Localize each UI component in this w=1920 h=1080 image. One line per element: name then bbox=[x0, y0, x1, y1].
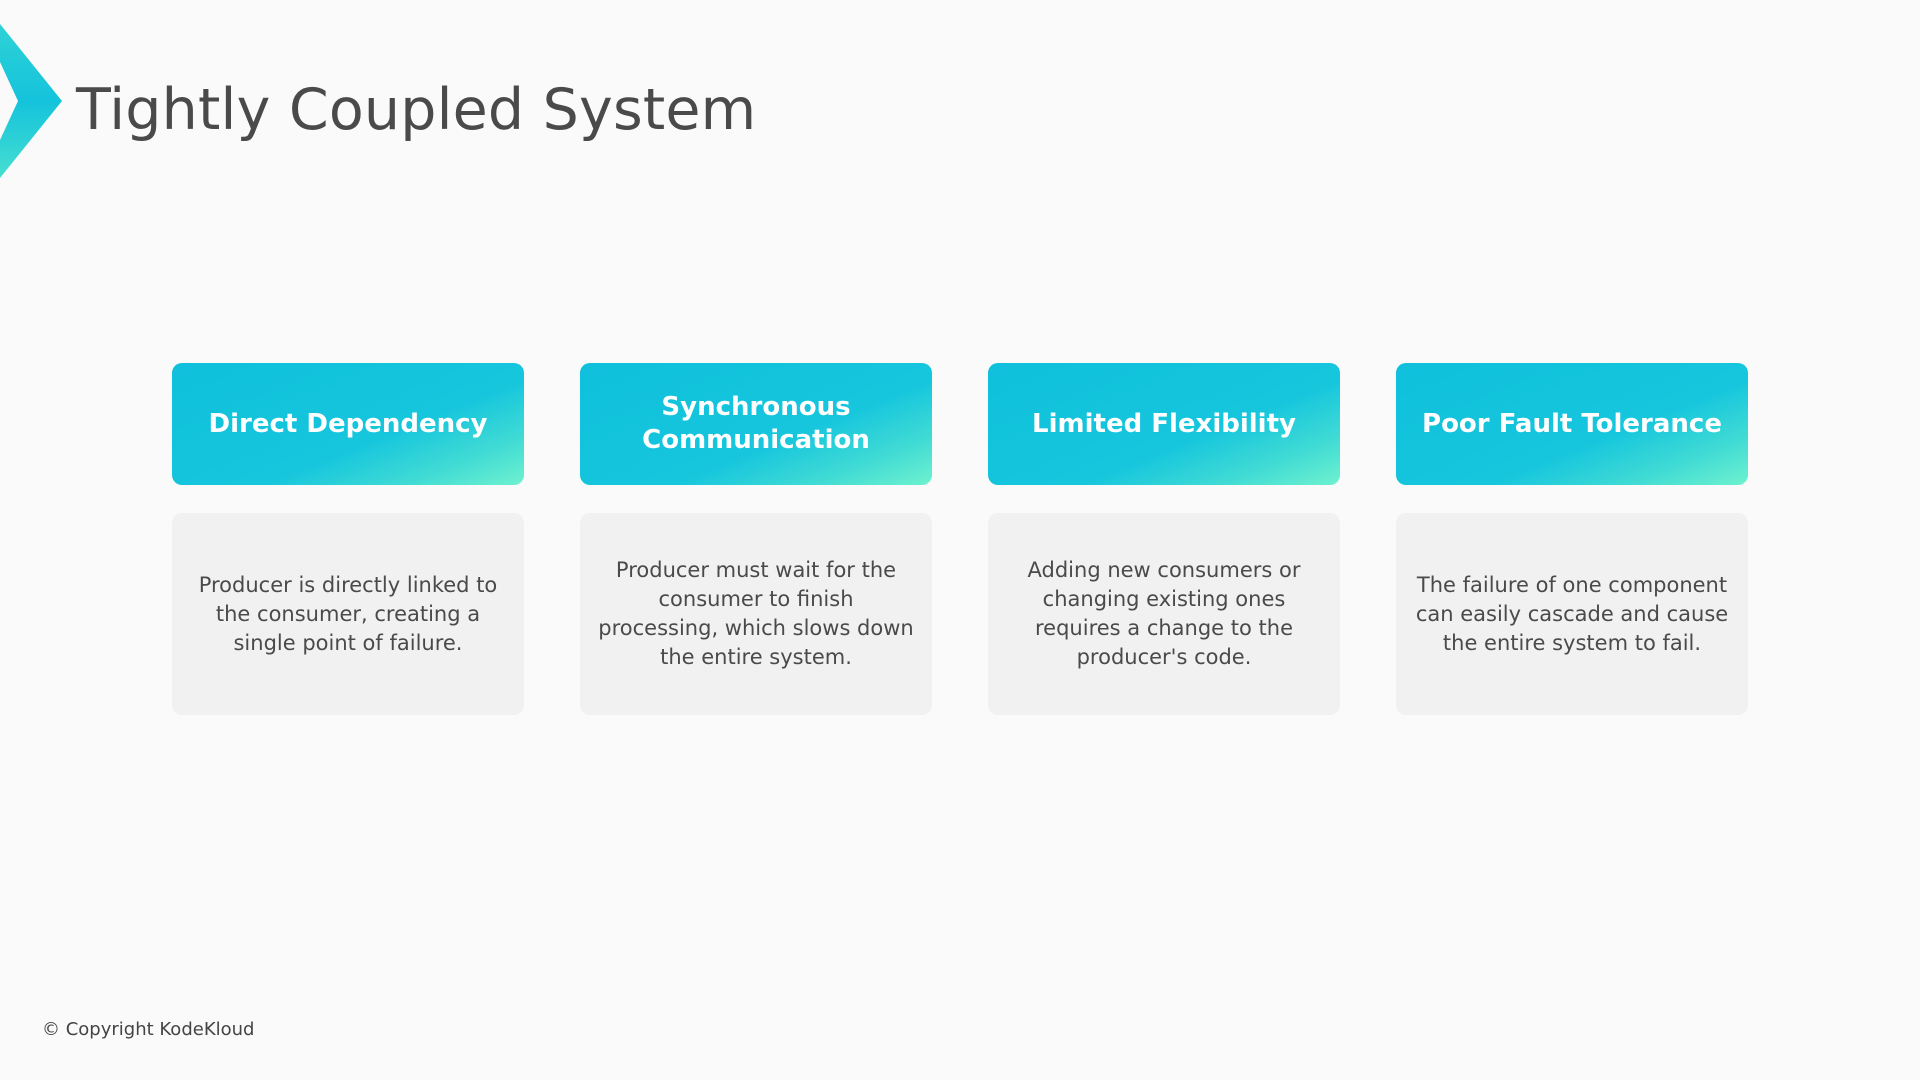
card-header: Synchronous Communication bbox=[580, 363, 932, 485]
card-description: The failure of one component can easily … bbox=[1415, 572, 1729, 655]
card-direct-dependency: Direct Dependency Producer is directly l… bbox=[172, 363, 524, 715]
card-body: The failure of one component can easily … bbox=[1396, 513, 1748, 715]
card-poor-fault-tolerance: Poor Fault Tolerance The failure of one … bbox=[1396, 363, 1748, 715]
card-synchronous-communication: Synchronous Communication Producer must … bbox=[580, 363, 932, 715]
card-title: Direct Dependency bbox=[208, 408, 488, 439]
card-description: Producer is directly linked to the consu… bbox=[198, 572, 498, 655]
card-body: Producer is directly linked to the consu… bbox=[172, 513, 524, 715]
card-description: Producer must wait for the consumer to f… bbox=[598, 558, 914, 669]
card-row: Direct Dependency Producer is directly l… bbox=[172, 363, 1748, 715]
card-limited-flexibility: Limited Flexibility Adding new consumers… bbox=[988, 363, 1340, 715]
card-body: Producer must wait for the consumer to f… bbox=[580, 513, 932, 715]
card-header: Limited Flexibility bbox=[988, 363, 1340, 485]
copyright-footer: © Copyright KodeKloud bbox=[42, 1019, 255, 1040]
card-description: Adding new consumers or changing existin… bbox=[1027, 558, 1301, 669]
card-header: Direct Dependency bbox=[172, 363, 524, 485]
card-header: Poor Fault Tolerance bbox=[1396, 363, 1748, 485]
card-title: Poor Fault Tolerance bbox=[1422, 408, 1722, 439]
card-title: Limited Flexibility bbox=[1032, 408, 1296, 439]
card-body: Adding new consumers or changing existin… bbox=[988, 513, 1340, 715]
chevron-logo-icon bbox=[0, 24, 62, 178]
card-title: Synchronous Communication bbox=[642, 392, 870, 455]
page-title: Tightly Coupled System bbox=[76, 77, 757, 143]
